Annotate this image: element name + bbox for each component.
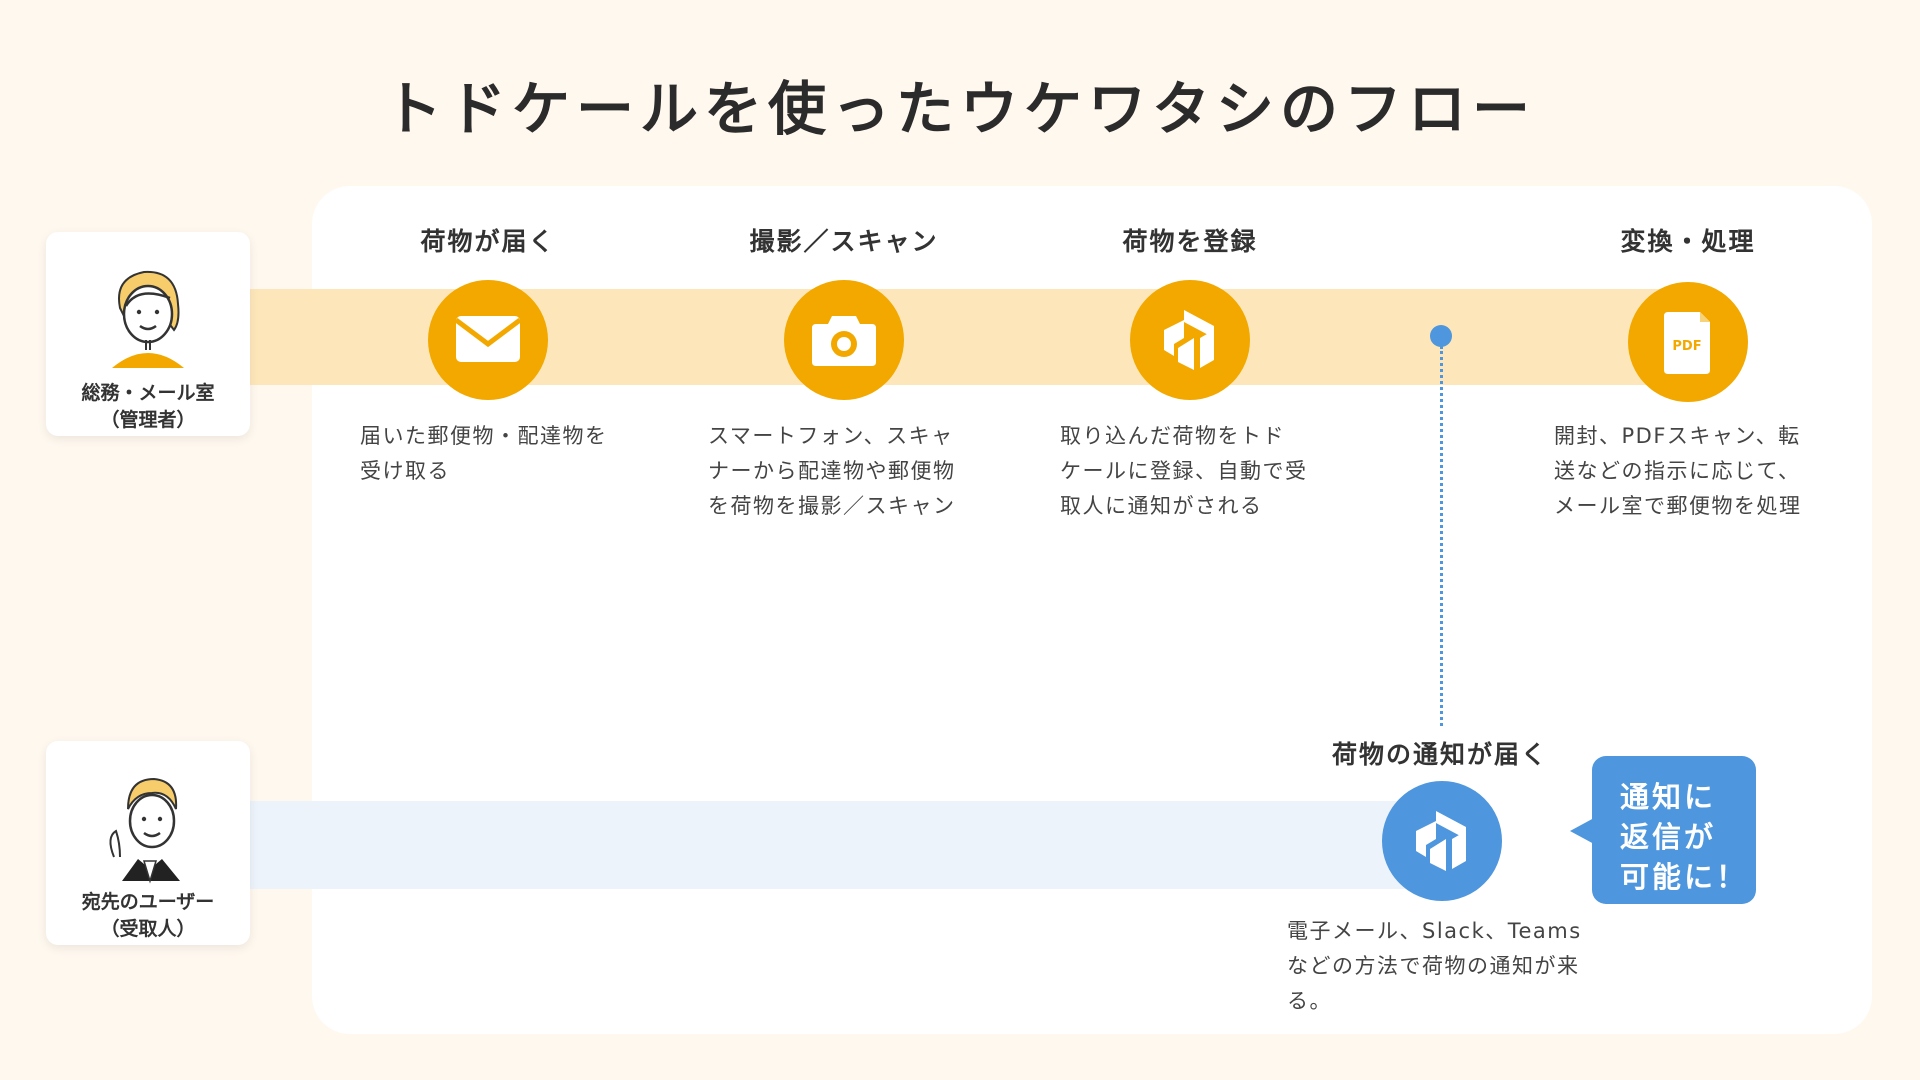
persona-admin-role: （管理者）	[100, 409, 196, 431]
step-desc-receive: 届いた郵便物・配達物を 受け取る	[360, 424, 608, 483]
envelope-icon	[454, 316, 522, 362]
todocale-logo-icon	[1416, 811, 1466, 871]
persona-user-role: （受取人）	[100, 918, 196, 940]
step-circle-receive	[428, 280, 548, 400]
step-circle-register	[1130, 280, 1250, 400]
user-avatar-icon	[109, 777, 180, 884]
todocale-logo-icon	[1164, 310, 1214, 370]
persona-user-name: 宛先のユーザー	[81, 891, 215, 913]
step-desc-process: 開封、PDFスキャン、転 送などの指示に応じて、 メール室で郵便物を処理	[1554, 424, 1802, 518]
reply-speech-bubble: 通知に 返信が 可能に！	[1592, 756, 1756, 904]
notification-circle	[1382, 781, 1502, 901]
pdf-icon: PDF	[1664, 312, 1710, 374]
notification-title: 荷物の通知が届く	[1331, 740, 1548, 769]
persona-user-card: 宛先のユーザー （受取人）	[46, 741, 250, 945]
step-title-receive: 荷物が届く	[420, 227, 556, 256]
connector-dot	[1430, 325, 1452, 347]
step-circle-scan	[784, 280, 904, 400]
step-title-scan: 撮影／スキャン	[749, 227, 939, 256]
connector-dotted-line	[1440, 346, 1443, 726]
step-circle-process: PDF	[1628, 282, 1748, 402]
persona-admin-card: 総務・メール室 （管理者）	[46, 232, 250, 436]
step-desc-register: 取り込んだ荷物をトド ケールに登録、自動で受 取人に通知がされる	[1060, 424, 1308, 518]
admin-avatar-icon	[112, 270, 184, 368]
step-title-process: 変換・処理	[1620, 227, 1756, 256]
user-lane-band	[248, 801, 1428, 889]
step-title-register: 荷物を登録	[1122, 227, 1258, 256]
camera-icon	[812, 316, 876, 366]
speech-bubble-tail	[1570, 818, 1594, 844]
notification-desc: 電子メール、Slack、Teams などの方法で荷物の通知が来 る。	[1287, 919, 1582, 1013]
svg-text:PDF: PDF	[1672, 339, 1701, 354]
step-desc-scan: スマートフォン、スキャ ナーから配達物や郵便物 を荷物を撮影／スキャン	[708, 424, 956, 518]
page-title: トドケールを使ったウケワタシのフロー	[383, 75, 1536, 143]
persona-admin-name: 総務・メール室	[81, 382, 215, 404]
